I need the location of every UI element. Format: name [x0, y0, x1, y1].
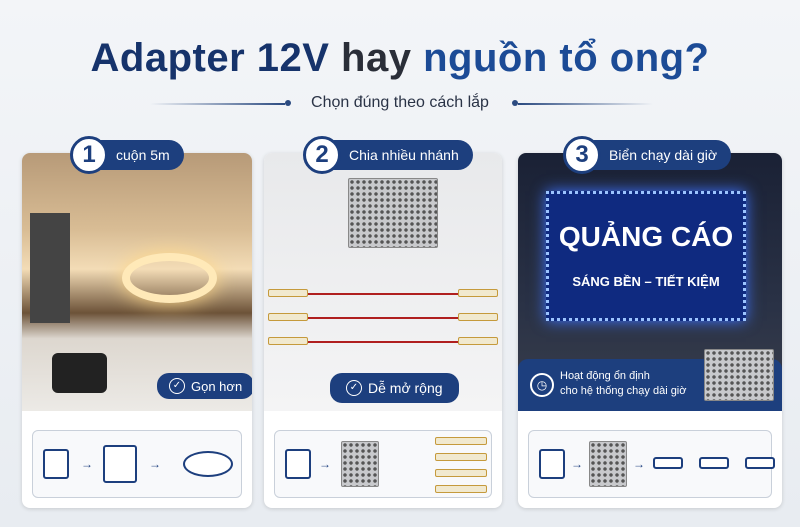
led-module-icon: [653, 457, 683, 469]
page-title: Adapter 12V hay nguồn tổ ong?: [90, 36, 710, 80]
benefit-expandable: ✓Dễ mở rộng: [330, 373, 459, 403]
divider-left: [150, 103, 285, 105]
led-strip-icon: [268, 289, 308, 297]
led-module-icon: [745, 457, 775, 469]
panel-adapter: ✓Gọn hơn → →: [22, 153, 252, 508]
led-reel-icon: [183, 451, 233, 477]
led-strip-icon: [435, 437, 487, 445]
led-module-icon: [699, 457, 729, 469]
led-strip-icon: [458, 337, 498, 345]
stability-note-text: Hoạt động ổn định cho hệ thống chạy dài …: [560, 370, 687, 397]
wire: [308, 293, 458, 295]
benefit-compact: ✓Gọn hơn: [157, 373, 252, 399]
arrow-icon: →: [571, 457, 583, 471]
led-strip-icon: [435, 485, 487, 493]
books-icon: [30, 213, 70, 323]
wiring-diagram-2: →: [274, 430, 492, 498]
arrow-icon: →: [149, 457, 161, 471]
panel-signage: QUẢNG CÁO SÁNG BỀN – TIẾT KIỆM ◷ Hoạt độ…: [518, 153, 782, 508]
led-strip-icon: [458, 289, 498, 297]
signboard: QUẢNG CÁO SÁNG BỀN – TIẾT KIỆM: [546, 191, 746, 321]
outlet-icon: [285, 449, 311, 479]
outlet-icon: [539, 449, 565, 479]
power-supply-icon: [704, 349, 774, 401]
check-icon: ✓: [169, 378, 185, 394]
led-strip-icon: [458, 313, 498, 321]
divider-right: [518, 103, 653, 105]
psu-branches-photo: [264, 153, 502, 411]
clock-icon: ◷: [530, 373, 554, 397]
led-strip-icon: [435, 469, 487, 477]
divider-dot: [512, 100, 518, 106]
led-strip-icon: [268, 337, 308, 345]
led-reel-photo: [22, 153, 252, 411]
wiring-diagram-1: → →: [32, 430, 242, 498]
arrow-icon: →: [633, 457, 645, 471]
power-supply-icon: [589, 441, 627, 487]
divider-dot: [285, 100, 291, 106]
arrow-icon: →: [81, 457, 93, 471]
check-icon: ✓: [346, 380, 362, 396]
stability-note: ◷ Hoạt động ổn định cho hệ thống chạy dà…: [518, 349, 782, 411]
power-supply-icon: [348, 178, 438, 248]
led-strip-icon: [268, 313, 308, 321]
led-reel-icon: [122, 253, 217, 303]
wire: [308, 317, 458, 319]
adapter-icon: [52, 353, 107, 393]
arrow-icon: →: [319, 457, 331, 471]
outlet-icon: [43, 449, 69, 479]
power-supply-icon: [341, 441, 379, 487]
adapter-icon: [103, 445, 137, 483]
wire: [308, 341, 458, 343]
panel-multi-branch: ✓Dễ mở rộng →: [264, 153, 502, 508]
led-strip-icon: [435, 453, 487, 461]
wiring-diagram-3: → →: [528, 430, 775, 498]
subtitle: Chọn đúng theo cách lắp: [311, 94, 489, 111]
